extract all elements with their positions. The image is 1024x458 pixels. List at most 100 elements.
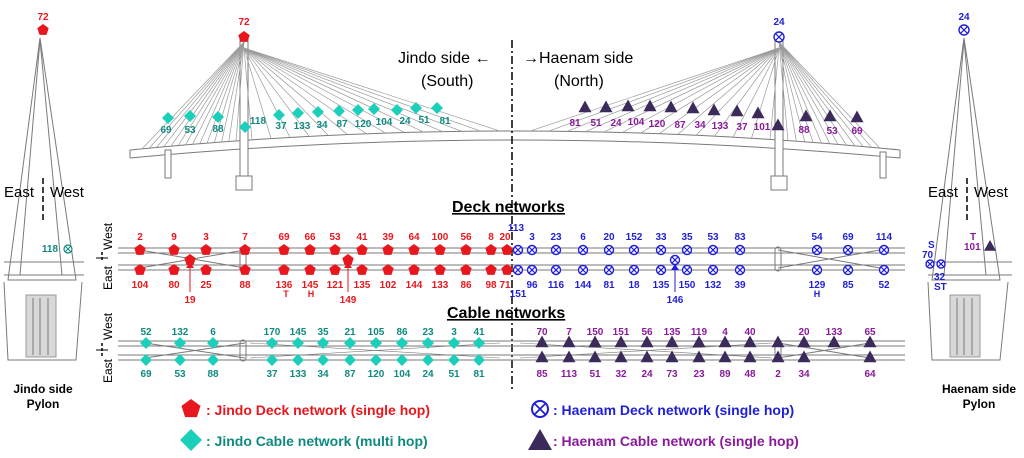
cable-jindo-sensor [370, 354, 382, 366]
cable-east-label: East [101, 358, 115, 383]
deck-jindo-bottom-label: 135 [354, 280, 371, 291]
cable-haenam-sensor [535, 335, 549, 348]
deck-haenam-top-label: 35 [681, 232, 693, 243]
cable-haenam-top-label: 40 [744, 327, 756, 338]
deck-jindo-top-label: 64 [408, 232, 420, 243]
deck-haenam-sensor [842, 264, 854, 276]
legend-item-jindo-cable: : Jindo Cable network (multi hop) [180, 429, 428, 451]
deck-jindo-sensor [485, 264, 497, 275]
deck-haenam-top-label: 3 [529, 232, 535, 243]
deck-jindo-top-label: 3 [203, 232, 209, 243]
deck-jindo-bottom-label: 88 [239, 280, 251, 291]
cable-jindo-sensor [317, 337, 329, 349]
deck-haenam-top-label: 113 [508, 223, 525, 234]
legend-jindo-deck-text: : Jindo Deck network (single hop) [206, 402, 430, 418]
deck-haenam-bottom-label: 132 [705, 280, 722, 291]
top-jindo-cable-sensor [410, 102, 422, 114]
deck-haenam-sensor [577, 244, 589, 256]
deck-jindo-bottom-label: 80 [168, 280, 180, 291]
cable-jindo-sensor [396, 354, 408, 366]
deck-jindo-sensor [408, 264, 420, 275]
deck-haenam-bottom-label: 85 [842, 280, 854, 291]
cable-jindo-bottom-label: 133 [290, 369, 307, 380]
cable-jindo-sensor [207, 354, 219, 366]
deck-haenam-sensor [512, 244, 524, 256]
top-haenam-cable-label: 69 [851, 126, 863, 137]
deck-jindo-sensor [501, 244, 513, 255]
deck-networks-heading: Deck networks [452, 199, 565, 216]
top-jindo-cable-label: 34 [316, 120, 328, 131]
deck-haenam-sensor-146 [669, 254, 681, 266]
haenam-side-cable-sensor [984, 240, 996, 251]
top-jindo-cable-sensor [273, 109, 285, 121]
deck-haenam-bottom-label: 116 [548, 280, 565, 291]
deck-jindo-top-label: 53 [329, 232, 341, 243]
top-jindo-cable-sensor [333, 105, 345, 117]
haenam-pylon-top-sensor [773, 31, 785, 43]
deck-haenam-sensor [603, 244, 615, 256]
haenam-pylon-caption-1: Haenam side [942, 382, 1016, 396]
top-jindo-cable-sensor [212, 111, 224, 123]
cable-haenam-sensor [718, 335, 732, 348]
deck-jindo-sub-h: H [308, 289, 315, 299]
cable-jindo-top-label: 105 [368, 327, 385, 338]
legend-triangle-icon [528, 429, 552, 450]
cable-haenam-top-label: 4 [722, 327, 728, 338]
cable-jindo-sensor [140, 337, 152, 349]
cable-haenam-bottom-label: 34 [798, 369, 810, 380]
top-haenam-cable-sensor [730, 104, 744, 117]
deck-jindo-sensor [382, 244, 394, 255]
deck-jindo-sensor [304, 244, 316, 255]
cable-jindo-sensor [140, 354, 152, 366]
deck-haenam-callout-146: 146 [667, 295, 684, 306]
cable-haenam-bottom-label: 85 [536, 369, 548, 380]
cable-jindo-sensor [317, 354, 329, 366]
top-haenam-cable-label: 81 [569, 118, 581, 129]
stay-cables [141, 41, 881, 150]
deck-haenam-bottom-label: 151 [510, 289, 527, 300]
deck-haenam-bottom-label: 135 [653, 280, 670, 291]
deck-jindo-sensor [501, 264, 513, 275]
jindo-side-pylon-sensor-label: 118 [42, 244, 59, 255]
deck-west-label: West [101, 222, 115, 250]
cable-haenam-sensor [562, 350, 576, 363]
cable-jindo-top-label: 132 [172, 327, 189, 338]
cable-jindo-bottom-label: 37 [266, 369, 278, 380]
top-haenam-cable-sensor [823, 109, 837, 122]
cable-jindo-top-label: 86 [396, 327, 408, 338]
top-jindo-cable-sensor [352, 104, 364, 116]
cable-haenam-sensor [743, 350, 757, 363]
cable-jindo-sensor [473, 354, 485, 366]
jindo-side-pylon [3, 37, 84, 361]
deck-haenam-top-label: 83 [734, 232, 746, 243]
deck-haenam-top-label: 23 [550, 232, 562, 243]
cable-jindo-sensor [448, 337, 460, 349]
deck-haenam-top-label: 114 [876, 232, 893, 243]
deck-jindo-sensor [460, 244, 472, 255]
cable-jindo-sensor [448, 354, 460, 366]
top-haenam-cable-sensor [643, 99, 657, 112]
legend-haenam-cable-text: : Haenam Cable network (single hop) [553, 433, 799, 449]
top-haenam-cable-label: 120 [649, 119, 666, 130]
deck-jindo-sensor-149 [342, 254, 354, 265]
deck-jindo-sensor [278, 264, 290, 275]
top-jindo-cable-label: 69 [160, 125, 172, 136]
deck-jindo-bottom-label: 144 [406, 280, 423, 291]
cable-haenam-sensor [535, 350, 549, 363]
deck-jindo-bottom-label: 145 [302, 280, 319, 291]
cable-jindo-top-label: 52 [140, 327, 152, 338]
deck-line-top [129, 130, 901, 151]
cable-haenam-bottom-label: 89 [719, 369, 731, 380]
deck-orientation: West East [96, 222, 115, 290]
deck-haenam-bottom-label: 81 [603, 280, 615, 291]
cable-haenam-sensor [588, 335, 602, 348]
deck-haenam-bottom-label: 144 [575, 280, 592, 291]
cable-networks-heading: Cable networks [447, 305, 565, 322]
cable-haenam-bottom-label: 113 [561, 369, 578, 380]
cable-haenam-sensor [743, 335, 757, 348]
cable-jindo-top-label: 21 [344, 327, 356, 338]
deck-jindo-sensor [168, 244, 180, 255]
deck-haenam-sensor [681, 264, 693, 276]
top-haenam-cable-label: 51 [590, 118, 602, 129]
